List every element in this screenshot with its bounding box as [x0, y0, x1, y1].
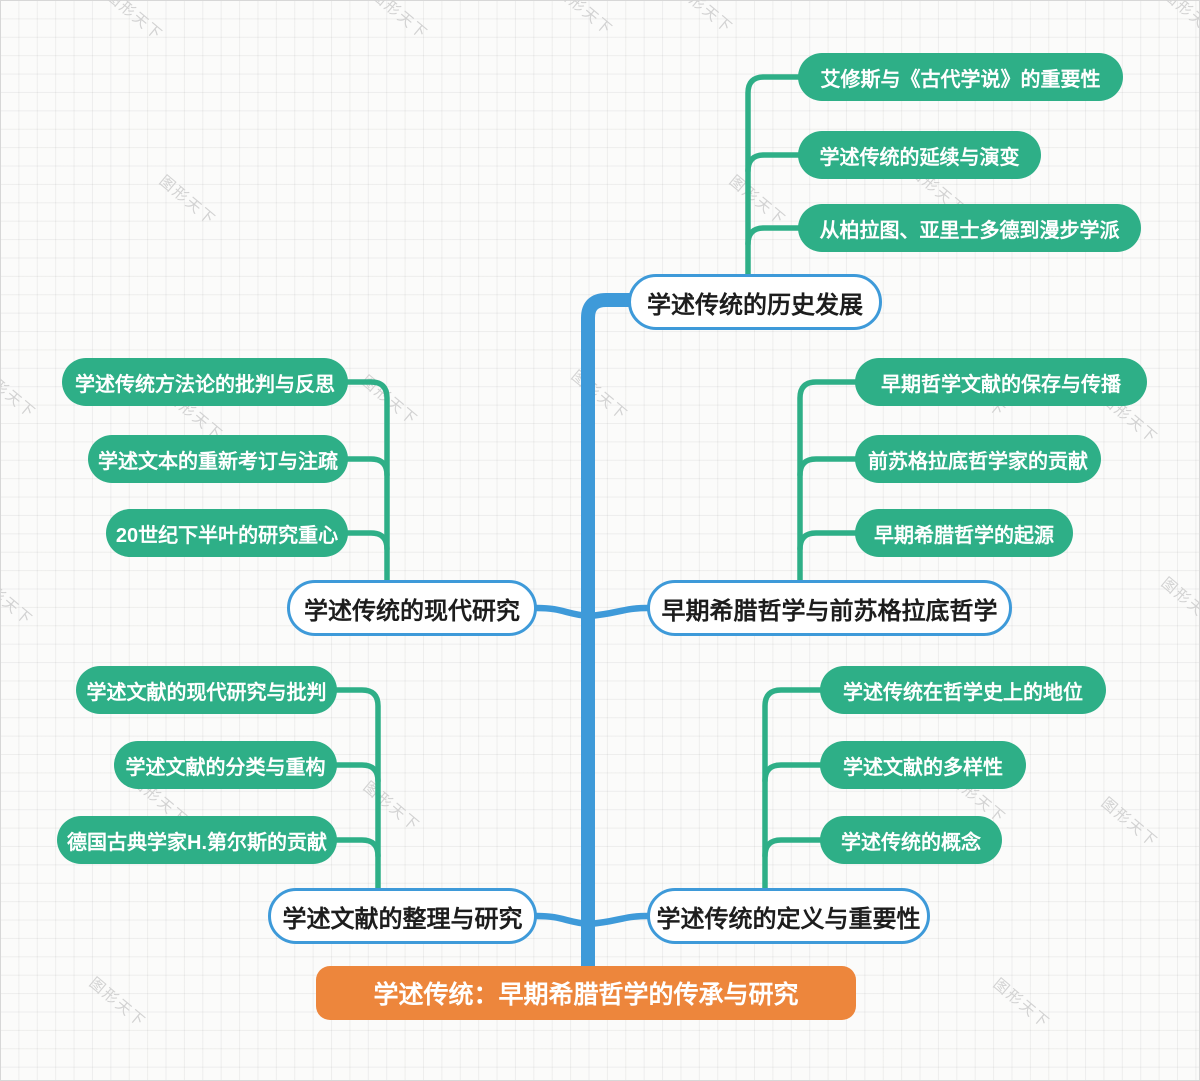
watermark-text: 图形天下: [725, 172, 789, 230]
leaf-node-documents-3[interactable]: 德国古典学家H.第尔斯的贡献: [57, 816, 337, 864]
leaf-node-early-greek-1[interactable]: 早期哲学文献的保存与传播: [855, 358, 1147, 406]
leaf-node-modern-research-2[interactable]: 学述文本的重新考订与注疏: [88, 435, 348, 483]
branch-node-documents[interactable]: 学述文献的整理与研究: [268, 888, 537, 944]
link-early-greek: [584, 604, 651, 620]
link-modern-research: [533, 604, 592, 620]
branch-stub-early-greek-2: [797, 456, 860, 478]
watermark-text: 图形天下: [567, 367, 631, 425]
watermark-text: 图形天下: [0, 572, 36, 630]
branch-stub-definition-3: [762, 837, 825, 859]
leaf-node-definition-3[interactable]: 学述传统的概念: [820, 816, 1002, 864]
watermark-text: 图形天下: [359, 778, 423, 836]
branch-node-definition[interactable]: 学述传统的定义与重要性: [647, 888, 930, 944]
branch-line-early-greek: [797, 379, 860, 585]
watermark-text: 图形天下: [0, 365, 39, 423]
link-documents: [533, 912, 592, 928]
branch-stub-documents-3: [334, 837, 381, 859]
leaf-node-history-3[interactable]: 从柏拉图、亚里士多德到漫步学派: [798, 204, 1141, 252]
branch-line-definition: [762, 687, 825, 893]
link-definition: [584, 912, 651, 928]
watermark-text: 图形天下: [102, 0, 166, 45]
leaf-node-modern-research-3[interactable]: 20世纪下半叶的研究重心: [106, 509, 348, 557]
watermark-text: 图形天下: [672, 0, 736, 38]
watermark-text: 图形天下: [155, 172, 219, 230]
leaf-node-documents-1[interactable]: 学述文献的现代研究与批判: [76, 666, 337, 714]
watermark-text: 图形天下: [85, 974, 149, 1032]
leaf-node-history-1[interactable]: 艾修斯与《古代学说》的重要性: [798, 53, 1123, 101]
leaf-node-early-greek-3[interactable]: 早期希腊哲学的起源: [855, 509, 1073, 557]
watermark-text: 图形天下: [552, 0, 616, 40]
leaf-node-definition-1[interactable]: 学述传统在哲学史上的地位: [820, 666, 1106, 714]
watermark-text: 图形天下: [1097, 794, 1161, 852]
branch-stub-documents-2: [334, 762, 381, 784]
trunk-line: [581, 293, 637, 973]
watermark-text: 图形天下: [1159, 0, 1200, 44]
branch-line-documents: [334, 687, 381, 893]
branch-stub-definition-2: [762, 762, 825, 784]
branch-node-early-greek[interactable]: 早期希腊哲学与前苏格拉底哲学: [647, 580, 1012, 636]
root-node[interactable]: 学述传统：早期希腊哲学的传承与研究: [316, 966, 856, 1020]
branch-stub-modern-research-2: [345, 456, 390, 478]
branch-line-modern-research: [345, 379, 390, 585]
watermark-text: 图形天下: [1157, 574, 1200, 632]
branch-stub-history-2: [745, 152, 803, 174]
watermark-text: 图形天下: [357, 372, 421, 430]
branch-line-history: [745, 74, 803, 279]
watermark-text: 图形天下: [367, 0, 431, 44]
leaf-node-modern-research-1[interactable]: 学述传统方法论的批判与反思: [62, 358, 348, 406]
watermark-text: 图形天下: [989, 975, 1053, 1033]
branch-stub-history-3: [745, 225, 803, 247]
branch-stub-modern-research-3: [345, 530, 390, 552]
leaf-node-definition-2[interactable]: 学述文献的多样性: [820, 741, 1026, 789]
leaf-node-history-2[interactable]: 学述传统的延续与演变: [798, 131, 1041, 179]
leaf-node-early-greek-2[interactable]: 前苏格拉底哲学家的贡献: [855, 435, 1101, 483]
leaf-node-documents-2[interactable]: 学述文献的分类与重构: [114, 741, 337, 789]
branch-node-modern-research[interactable]: 学述传统的现代研究: [287, 580, 537, 636]
branch-stub-early-greek-3: [797, 530, 860, 552]
branch-node-history[interactable]: 学述传统的历史发展: [628, 274, 882, 330]
